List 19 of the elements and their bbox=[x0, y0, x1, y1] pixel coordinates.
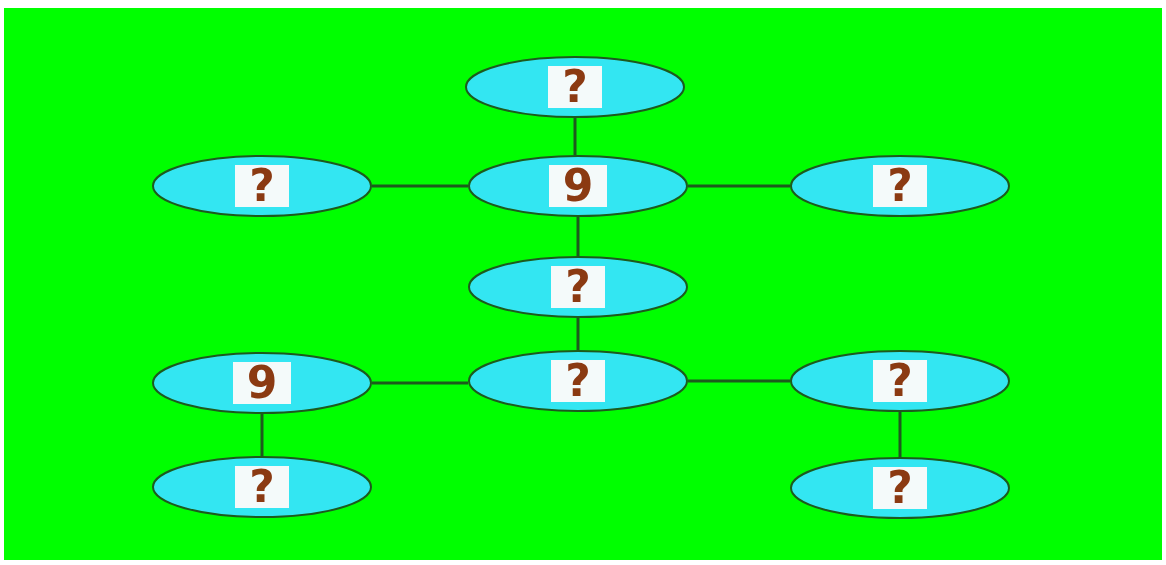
connector-line bbox=[576, 217, 580, 256]
connector-line bbox=[688, 379, 790, 383]
node-label: ? bbox=[548, 66, 602, 108]
node-label: ? bbox=[235, 165, 289, 207]
connector-line bbox=[898, 412, 902, 457]
node-label: ? bbox=[235, 466, 289, 508]
node-label: ? bbox=[551, 360, 605, 402]
connector-line bbox=[372, 184, 468, 188]
node-label: ? bbox=[551, 266, 605, 308]
node-label: ? bbox=[873, 165, 927, 207]
connector-line bbox=[573, 118, 577, 155]
node-label: ? bbox=[873, 467, 927, 509]
node-label: 9 bbox=[232, 362, 292, 404]
connector-line bbox=[260, 414, 264, 456]
connector-line bbox=[372, 381, 468, 385]
node-label: 9 bbox=[548, 165, 608, 207]
connector-line bbox=[688, 184, 790, 188]
connector-line bbox=[576, 318, 580, 350]
node-label: ? bbox=[873, 360, 927, 402]
